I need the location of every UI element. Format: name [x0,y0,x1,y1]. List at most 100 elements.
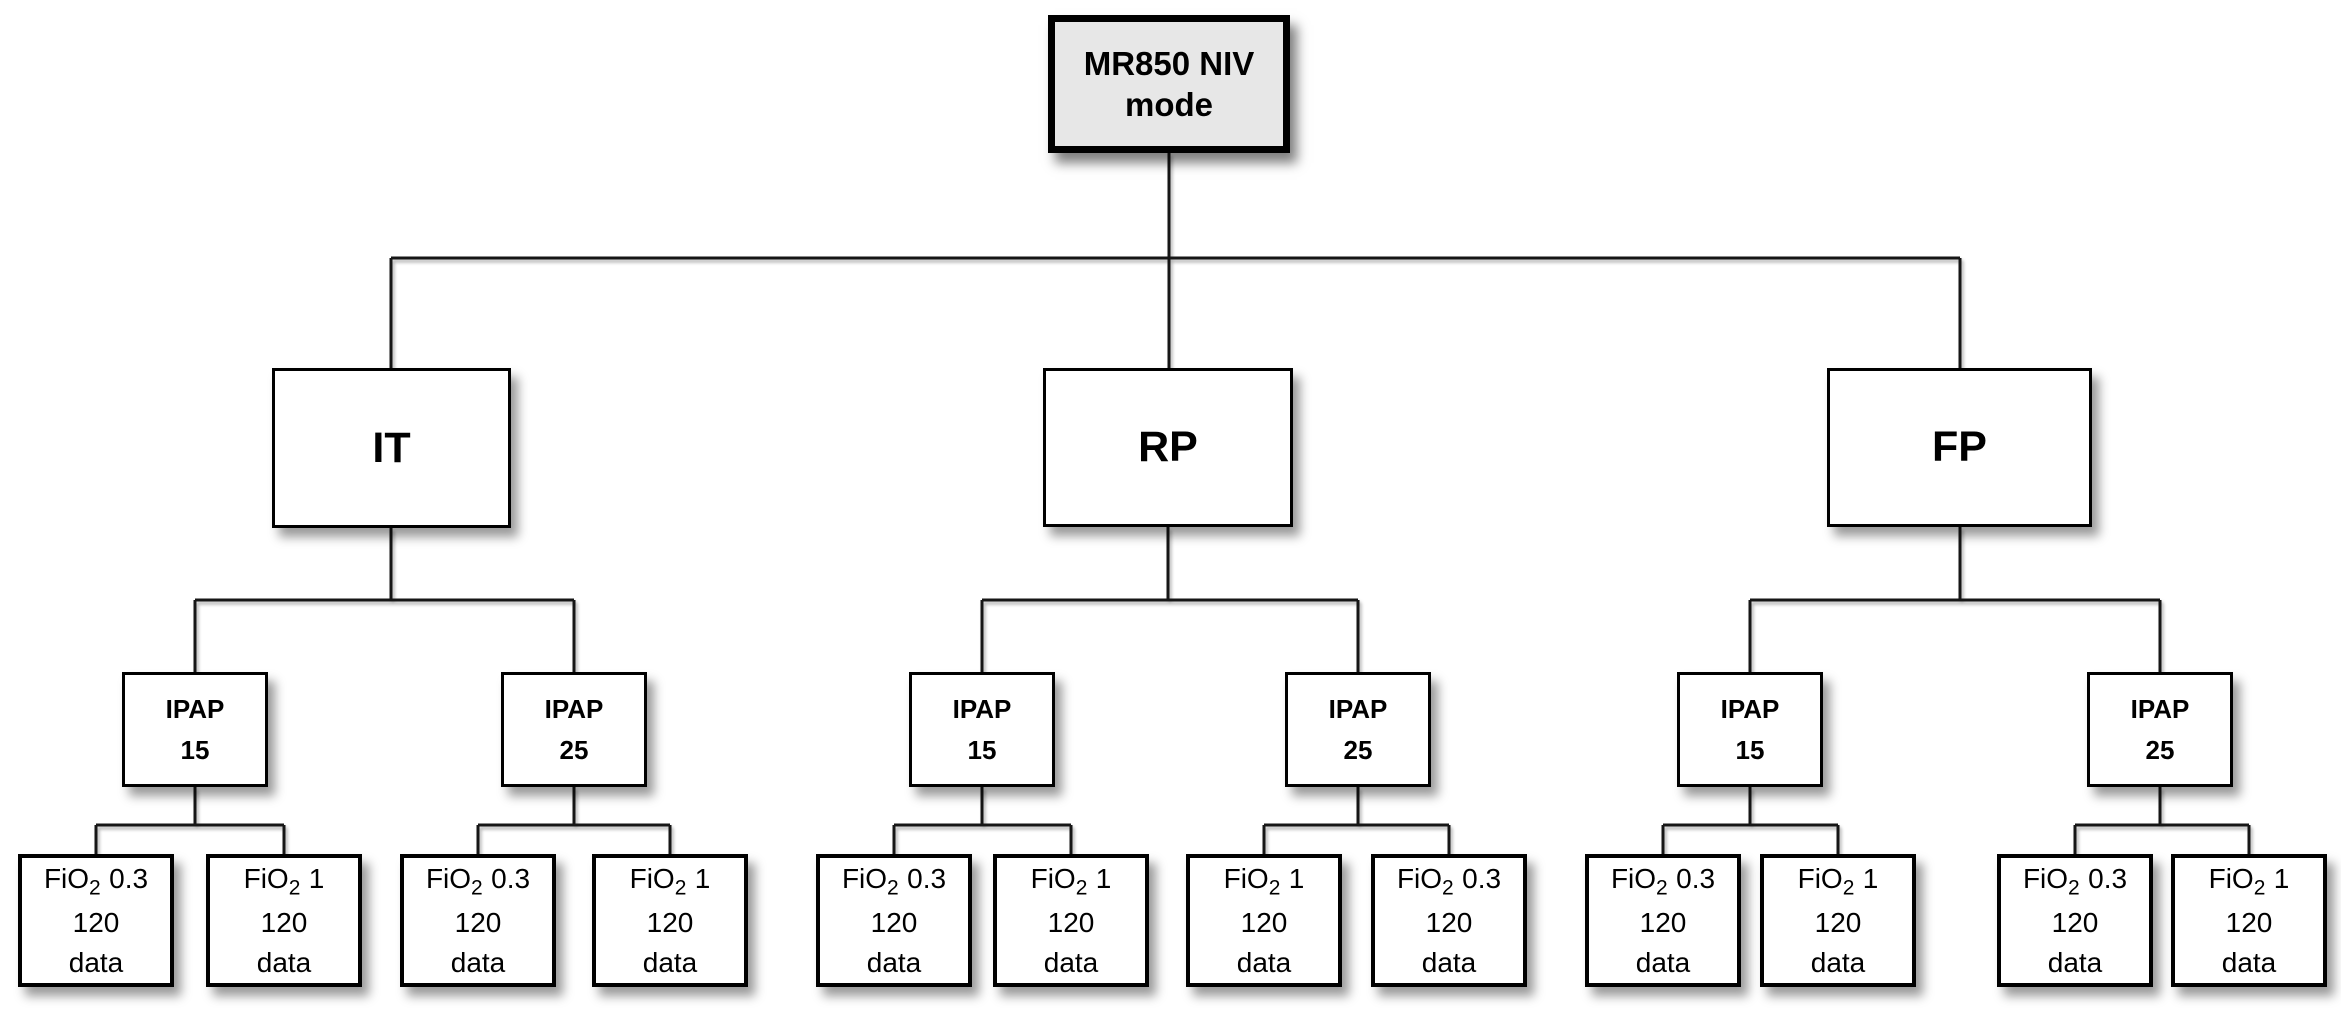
node-rp-ipap25: IPAP 25 [1285,672,1431,787]
leaf-word: data [1421,946,1477,978]
ipap-value: 25 [2145,734,2175,765]
connector-fp-to-ipap [1748,527,2162,672]
leaf-count: 120 [1425,906,1473,938]
node-rp-ipap15: IPAP 15 [909,672,1055,787]
leaf-word: data [642,946,698,978]
gas-value: 0.3 [109,862,149,894]
gas-subscript: 2 [1442,875,1454,899]
connector-rp-ipap15-leaves [892,787,1073,854]
connector-it-to-ipap [193,528,576,672]
gas-label: FiO [1610,862,1657,894]
leaf-fio2-line: FiO2 0.3 [1611,859,1715,903]
gas-label: FiO [425,862,472,894]
leaf-count: 120 [260,906,308,938]
gas-subscript: 2 [887,875,899,899]
leaf-count: 120 [72,906,120,938]
ipap-label: IPAP [1328,694,1388,725]
leaf-word: data [1635,946,1691,978]
node-it: IT [272,368,511,528]
gas-value: 1 [1862,862,1879,894]
leaf-word: data [1236,946,1292,978]
connector-rp-ipap25-leaves [1262,787,1451,854]
branch-label-it: IT [372,423,411,472]
ipap-value: 25 [559,734,589,765]
leaf-word: data [866,946,922,978]
connector-it-ipap25-leaves [476,787,672,854]
node-fp-ipap25: IPAP 25 [2087,672,2233,787]
gas-label: FiO [2022,862,2069,894]
gas-value: 0.3 [1462,862,1502,894]
leaf-word: data [256,946,312,978]
leaf-fio2-line: FiO2 0.3 [1397,859,1501,903]
ipap-label: IPAP [544,694,604,725]
ipap-value: 15 [180,734,210,765]
gas-label: FiO [1396,862,1443,894]
leaf-count: 120 [870,906,918,938]
gas-value: 0.3 [2088,862,2128,894]
gas-value: 1 [308,862,325,894]
gas-subscript: 2 [1075,875,1088,899]
node-root-mr850-niv-mode: MR850 NIV mode [1048,15,1290,153]
gas-value: 1 [2273,862,2290,894]
gas-label: FiO [1797,862,1843,894]
leaf-count: 120 [454,906,502,938]
branch-label-fp: FP [1932,423,1987,471]
gas-subscript: 2 [2068,875,2080,899]
ipap-label: IPAP [2130,694,2190,725]
connector-fp-ipap25-leaves [2073,787,2251,854]
leaf-word: data [2047,946,2103,978]
branch-label-rp: RP [1138,423,1198,471]
gas-subscript: 2 [1268,875,1281,899]
node-rp: RP [1043,368,1293,527]
leaf-count: 120 [1240,906,1288,938]
gas-subscript: 2 [288,875,301,899]
leaf-fio2-line: FiO2 0.3 [2023,859,2127,903]
leaf-word: data [450,946,506,978]
ipap-value: 15 [967,734,997,765]
leaf-word: data [2221,946,2277,978]
ipap-label: IPAP [1720,694,1780,725]
leaf-count: 120 [646,906,694,938]
gas-label: FiO [629,862,675,894]
root-label-line1: MR850 NIV [1083,44,1255,82]
gas-label: FiO [1030,862,1076,894]
gas-value: 0.3 [907,862,947,894]
leaf-count: 120 [2225,906,2273,938]
ipap-label: IPAP [165,694,225,725]
node-it-ipap15: IPAP 15 [122,672,268,787]
leaf-count: 120 [1047,906,1095,938]
gas-subscript: 2 [2253,875,2266,899]
gas-value: 0.3 [1676,862,1716,894]
leaf-count: 120 [1814,906,1862,938]
gas-subscript: 2 [1656,875,1668,899]
gas-subscript: 2 [1842,875,1855,899]
leaf-fp-ipap15-fio2-0.3: FiO2 0.3 120 data [1585,854,1741,987]
gas-value: 1 [1095,862,1112,894]
connector-rp-to-ipap [980,527,1360,672]
node-fp-ipap15: IPAP 15 [1677,672,1823,787]
connector-fp-ipap15-leaves [1661,787,1840,854]
gas-label: FiO [243,862,289,894]
gas-value: 1 [694,862,711,894]
leaf-rp-ipap25-fio2-0.3: FiO2 0.3 120 data [1371,854,1527,987]
node-it-ipap25: IPAP 25 [501,672,647,787]
ipap-label: IPAP [952,694,1012,725]
leaf-count: 120 [1639,906,1687,938]
ipap-value: 15 [1735,734,1765,765]
leaf-word: data [1810,946,1866,978]
